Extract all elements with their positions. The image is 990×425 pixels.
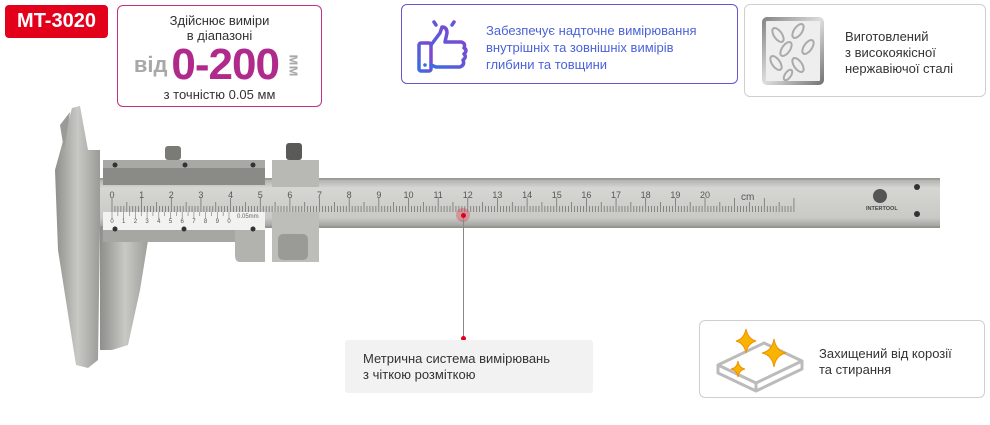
feature-line: Виготовлений (845, 29, 929, 44)
callout-line-text: Метрична система вимірювань (363, 351, 551, 366)
feature-card-corrosion: Захищений від корозії та стирання (699, 320, 985, 398)
callout-line-text: з чіткою розміткою (363, 367, 476, 382)
scale-number: 19 (670, 190, 681, 200)
feature-line: внутрішніх та зовнішніх вимірів (486, 40, 674, 55)
model-badge: MT-3020 (5, 5, 108, 38)
scale-number: 2 (168, 190, 174, 200)
scale-number: 13 (492, 190, 503, 200)
feature-line: з високоякісної (845, 45, 936, 60)
scale-number: 9 (376, 190, 382, 200)
sparkle-surface-icon (716, 328, 804, 393)
vernier-number: 0 (227, 219, 231, 225)
feature-card-precision: Забезпечує надточне вимірювання внутрішн… (401, 4, 738, 84)
vernier-number: 6 (180, 219, 184, 225)
range-from-label: від (133, 52, 168, 77)
scale-number: 18 (640, 190, 651, 200)
scale-number: 8 (346, 190, 352, 200)
scale-number: 4 (228, 190, 234, 200)
feature-text: Забезпечує надточне вимірювання внутрішн… (486, 22, 697, 73)
range-value: 0-200 (171, 40, 280, 89)
metric-scale-callout: Метрична система вимірювань з чіткою роз… (345, 340, 593, 393)
scale-number: 7 (317, 190, 323, 200)
scale-number: 12 (462, 190, 473, 200)
feature-line: нержавіючої сталі (845, 61, 954, 76)
scale-number: 0 (109, 190, 115, 200)
thumbs-up-icon (417, 16, 468, 73)
scale-number: 6 (287, 190, 293, 200)
scale-number: 1 (139, 190, 145, 200)
feature-text: Виготовлений з високоякісної нержавіючої… (845, 29, 953, 77)
vernier-number: 9 (215, 219, 219, 225)
intertool-logo-icon (873, 189, 887, 203)
scale-unit-label: cm (741, 192, 755, 203)
vernier-number: 1 (122, 219, 126, 225)
feature-line: та стирання (819, 362, 892, 377)
vernier-number: 4 (157, 219, 161, 225)
brand-label: INTERTOOL (866, 206, 898, 212)
feature-line: глибини та товщини (486, 57, 608, 72)
scale-number: 11 (433, 190, 443, 200)
callout-line (463, 218, 464, 338)
feature-text: Захищений від корозії та стирання (819, 346, 952, 378)
model-number: MT-3020 (17, 10, 96, 32)
vernier-number: 2 (133, 219, 138, 225)
vernier-number: 7 (192, 219, 196, 225)
scale-number: 15 (551, 190, 562, 200)
vernier-number: 5 (168, 219, 173, 225)
range-value-row: від 0-200 мм (118, 40, 321, 89)
feature-line: Захищений від корозії (819, 346, 952, 361)
scale-number: 14 (522, 190, 533, 200)
range-caption-line: Здійснює виміри (169, 13, 270, 28)
vernier-number: 3 (145, 219, 149, 225)
feature-card-steel: Виготовлений з високоякісної нержавіючої… (744, 4, 986, 97)
vernier-number: 8 (203, 219, 208, 225)
scale-number: 5 (257, 190, 263, 200)
scale-marker-dot (461, 213, 466, 218)
vernier-number: 0 (110, 219, 114, 225)
range-caption-line: в діапазоні (186, 28, 253, 43)
scale-number: 16 (581, 190, 592, 200)
steel-texture-icon (762, 17, 824, 85)
scale-number: 3 (198, 190, 204, 200)
scale-number: 17 (611, 190, 622, 200)
scale-number: 10 (403, 190, 414, 200)
feature-line: Забезпечує надточне вимірювання (486, 23, 697, 38)
vernier-label: 0.05mm (237, 214, 259, 220)
callout-dot (461, 336, 466, 341)
range-accuracy: з точністю 0.05 мм (163, 87, 276, 102)
scale-number: 20 (699, 190, 711, 200)
callout-text: Метрична система вимірювань з чіткою роз… (363, 351, 550, 383)
